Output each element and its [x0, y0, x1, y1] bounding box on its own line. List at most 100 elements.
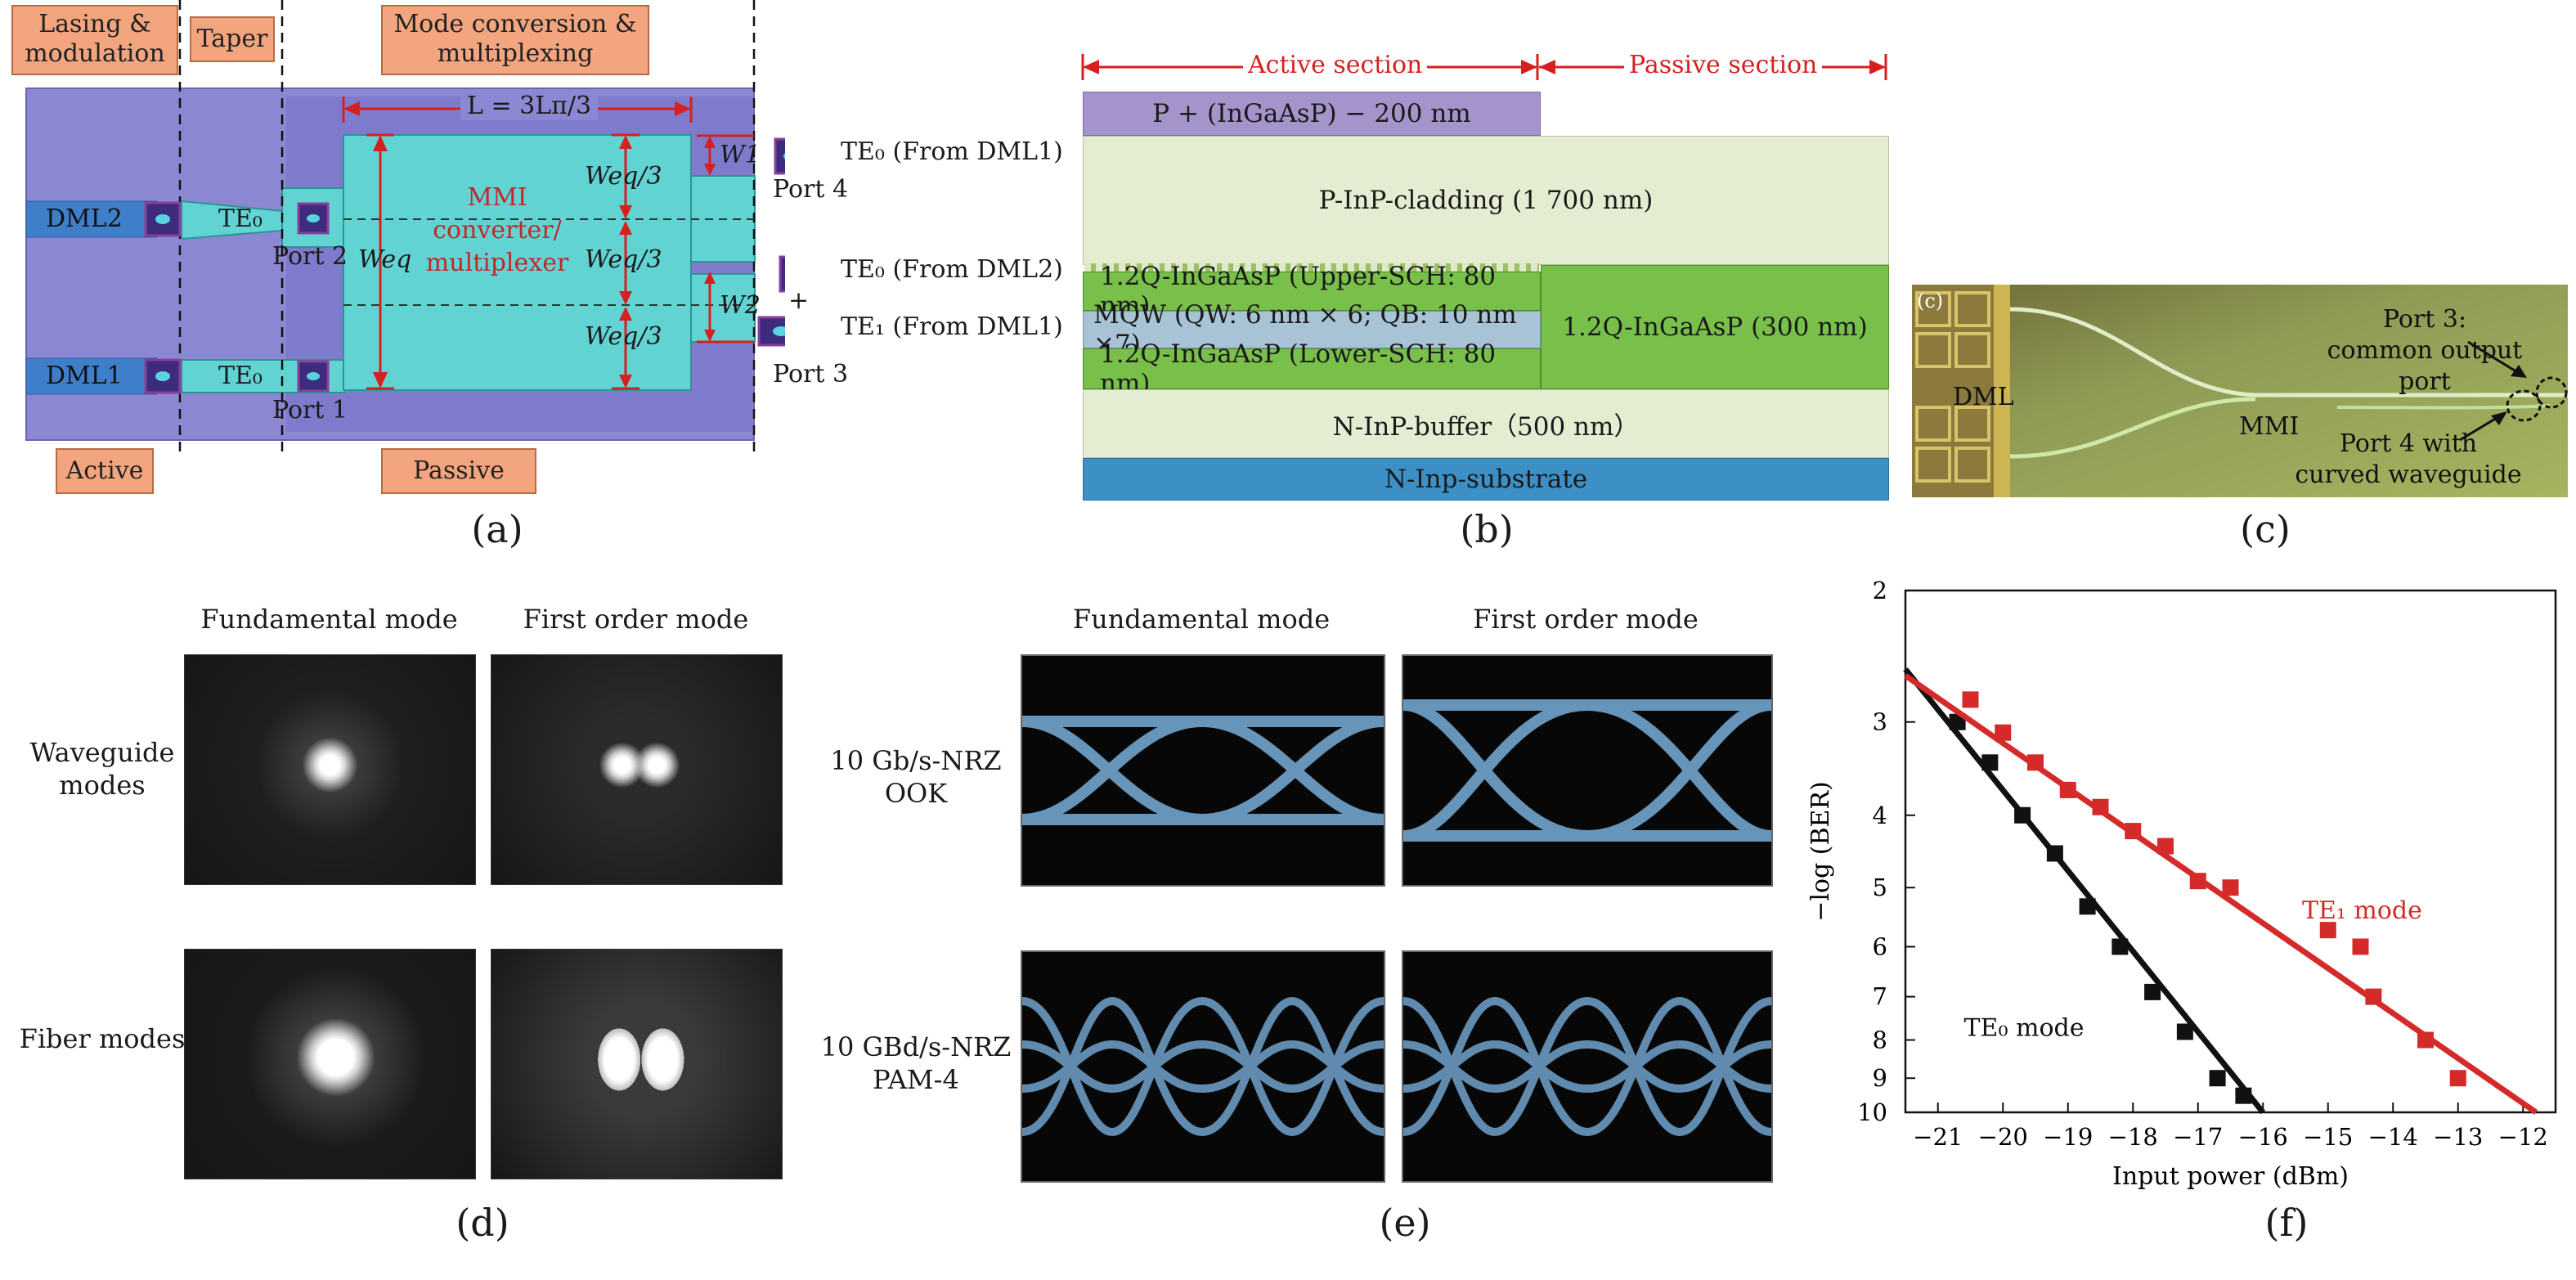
chip-micrograph: [1912, 285, 2568, 497]
data-point-series-0: [2046, 845, 2063, 862]
te0-upper-label: TE₀: [218, 204, 263, 233]
mmi-chip-label: MMI: [2239, 412, 2300, 441]
lasing-modulation-box: Lasing & modulation: [11, 5, 178, 75]
eye-ook-fundamental-trace: [1022, 715, 1384, 826]
data-point-series-1: [2319, 922, 2336, 939]
eye-ook-fundamental: [1021, 654, 1385, 887]
data-point-series-0: [2014, 806, 2031, 824]
x-tick-label: −12: [2498, 1123, 2548, 1151]
active-box: Active: [56, 448, 154, 494]
panel-e-letter: (e): [1379, 1201, 1431, 1245]
plot-frame: [1904, 589, 2557, 1114]
panel-b-letter: (b): [1460, 507, 1514, 551]
panel-e-row1-title: 10 Gb/s-NRZ OOK: [830, 745, 1002, 809]
p-ingaasp-layer: P + (InGaAsP) − 200 nm: [1083, 92, 1541, 136]
data-point-series-0: [2144, 983, 2161, 1000]
panel-f-letter: (f): [2264, 1201, 2309, 1245]
panel-d-row2-title: Fiber modes: [19, 1023, 186, 1054]
y-tick-label: 9: [1873, 1064, 1887, 1092]
x-tick-label: −15: [2303, 1123, 2353, 1151]
x-tick-label: −21: [1913, 1123, 1963, 1151]
p-inp-cladding-layer: P-InP-cladding (1 700 nm): [1083, 136, 1889, 265]
fit-line-series-0: [1903, 667, 2265, 1115]
panel-d-letter: (d): [456, 1201, 509, 1245]
data-point-series-0: [2209, 1070, 2226, 1087]
eye-pam4-fundamental: [1021, 950, 1385, 1183]
fiber-fundamental-image: [184, 949, 476, 1179]
panel-c-letter: (c): [2240, 507, 2291, 551]
data-point-series-0: [2112, 938, 2129, 955]
eye-pam4-first-order-trace: [1403, 996, 1771, 1137]
dml1-label: DML1: [46, 362, 123, 390]
port4-label: Port 4: [773, 175, 849, 204]
y-tick-label: 6: [1873, 933, 1887, 961]
fiber-first-order-image: [491, 949, 783, 1179]
data-point-series-1: [2417, 1031, 2434, 1049]
y-tick-label: 4: [1873, 802, 1887, 829]
lower-sch-layer: 1.2Q-InGaAsP (Lower-SCH: 80 nm): [1083, 339, 1541, 398]
te1-from-dml1-label: TE₁ (From DML1): [841, 312, 1063, 341]
w1-label: W1: [720, 141, 761, 169]
n-inp-buffer-layer: N-InP-buffer（500 nm）: [1083, 389, 1889, 458]
substrate-layer: N-Inp-substrate: [1083, 458, 1889, 501]
data-point-series-1: [2222, 879, 2239, 896]
mode-conversion-box: Mode conversion & multiplexing: [381, 5, 649, 75]
x-tick-label: −17: [2173, 1123, 2223, 1151]
length-label: L = 3Lπ/3: [460, 92, 599, 120]
y-tick-label: 7: [1873, 983, 1887, 1011]
port3-note: Port 3: common output port: [2327, 305, 2523, 396]
weq3-label-mid: Weq/3: [585, 245, 662, 274]
panel-a-diagram: [25, 0, 785, 458]
y-tick-label: 10: [1857, 1098, 1887, 1126]
upper-sch-layer: 1.2Q-InGaAsP (Upper-SCH: 80 nm): [1083, 262, 1541, 321]
port4-note: Port 4 with curved waveguide: [2295, 429, 2522, 489]
weq3-label-top: Weq/3: [585, 162, 662, 191]
dml2-label: DML2: [46, 204, 123, 233]
port1-label: Port 1: [272, 396, 348, 424]
active-section-label: Active section: [1243, 51, 1428, 79]
grating-strip: [1084, 263, 1539, 272]
eye-pam4-fundamental-trace: [1022, 996, 1384, 1137]
ber-chart: −21−20−19−18−17−16−15−14−13−122345678910…: [1806, 577, 2557, 1191]
data-point-series-1: [2157, 838, 2174, 855]
panel-a-letter: (a): [471, 507, 523, 551]
annotation-te1: TE₁ mode: [2302, 896, 2422, 925]
weq-label: Weq: [358, 245, 412, 274]
panel-d-col2-title: First order mode: [523, 604, 749, 635]
y-tick-label: 3: [1873, 708, 1887, 736]
waveguide-fundamental-image: [184, 654, 476, 885]
data-point-series-1: [1962, 691, 1979, 708]
passive-box: Passive: [381, 448, 536, 494]
x-tick-label: −16: [2238, 1123, 2288, 1151]
x-tick-label: −19: [2043, 1123, 2093, 1151]
x-tick-label: −14: [2368, 1123, 2418, 1151]
y-tick-label: 5: [1873, 874, 1887, 901]
te0-from-dml2-label: TE₀ (From DML2): [841, 255, 1063, 284]
data-point-series-1: [2125, 823, 2142, 840]
x-tick-label: −13: [2433, 1123, 2483, 1151]
te0-lower-label: TE₀: [218, 362, 263, 390]
data-point-series-1: [2059, 781, 2076, 798]
taper-box: Taper: [190, 16, 275, 62]
w2-label: W2: [720, 291, 761, 320]
eye-ook-first-order: [1402, 654, 1773, 887]
panel-d-row1-title: Waveguide modes: [29, 737, 175, 801]
weq3-label-bottom: Weq/3: [585, 322, 662, 351]
port3-label: Port 3: [773, 360, 849, 388]
data-point-series-0: [2235, 1087, 2252, 1104]
micrograph-corner-label: (c): [1917, 290, 1944, 312]
dml-label: DML: [1953, 383, 2014, 411]
panel-e-row2-title: 10 GBd/s-NRZ PAM-4: [820, 1031, 1012, 1095]
data-point-series-0: [2079, 898, 2096, 915]
eye-ook-first-order-trace: [1403, 698, 1771, 842]
panel-e-col2-title: First order mode: [1473, 604, 1699, 635]
fit-line-series-1: [1904, 673, 2538, 1115]
data-point-series-1: [2365, 988, 2382, 1005]
annotation-te0: TE₀ mode: [1964, 1014, 2085, 1043]
data-point-series-1: [2189, 873, 2206, 890]
passive-core-layer: 1.2Q-InGaAsP (300 nm): [1541, 265, 1889, 389]
te0-from-dml1-label: TE₀ (From DML1): [841, 137, 1063, 166]
data-point-series-1: [2449, 1070, 2466, 1087]
eye-pam4-first-order: [1402, 950, 1773, 1183]
data-point-series-1: [2092, 798, 2109, 815]
